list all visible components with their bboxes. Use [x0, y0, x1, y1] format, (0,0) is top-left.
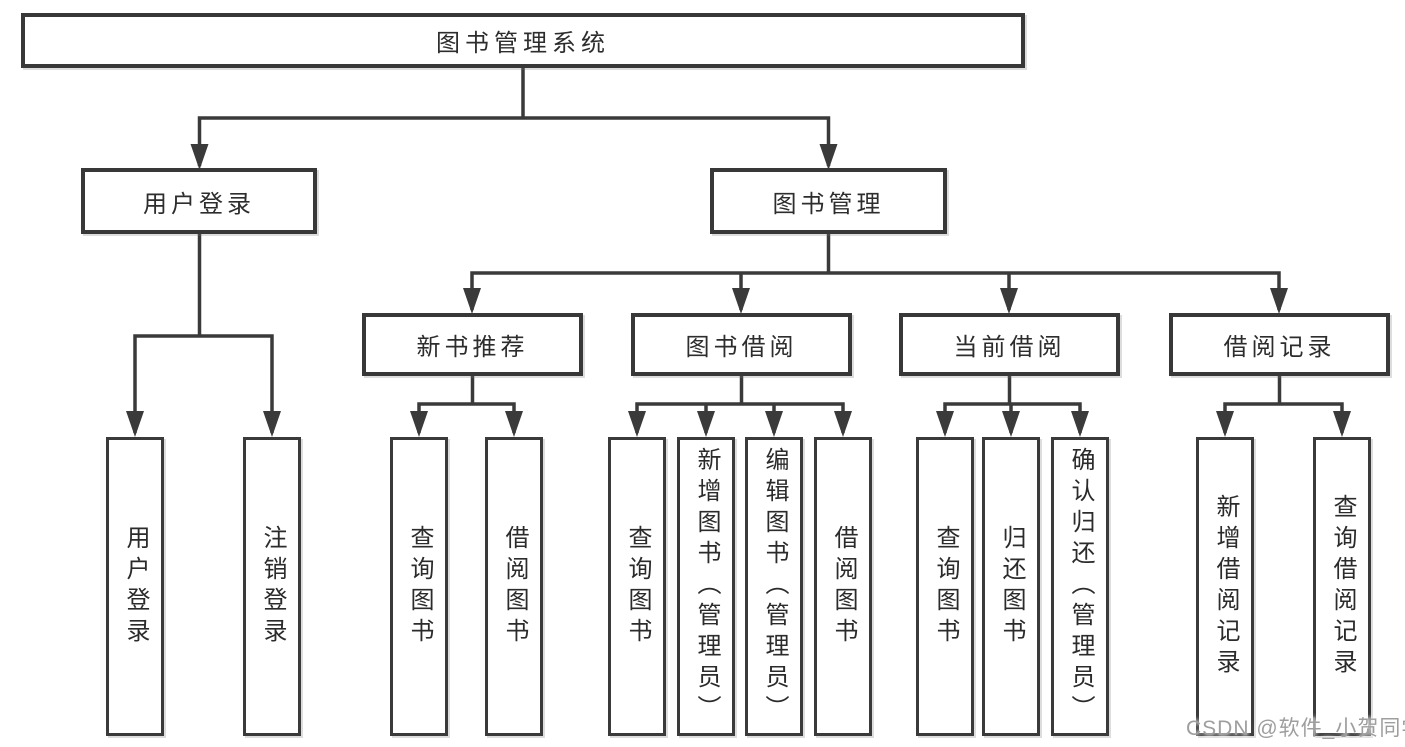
node-book-management-label: 图书管理: [772, 190, 885, 218]
leaf-query-book-borrow: 查询图书: [608, 437, 666, 736]
node-book-borrow-label: 图书借阅: [685, 334, 798, 361]
node-current-borrow-label: 当前借阅: [953, 334, 1066, 361]
node-user-login-label: 用户登录: [143, 190, 255, 218]
leaf-borrow-book-label: 借阅图书: [830, 524, 857, 649]
node-borrow-records-label: 借阅记录: [1223, 334, 1336, 361]
leaf-return-book-label: 归还图书: [998, 524, 1025, 649]
node-new-book-recommend: 新书推荐: [362, 313, 583, 376]
leaf-confirm-return-admin-label: 确认归还（管理员）: [1067, 447, 1094, 726]
leaf-query-book-current-label: 查询图书: [932, 524, 959, 649]
leaf-query-book-current: 查询图书: [916, 437, 974, 736]
leaf-add-book-admin: 新增图书（管理员）: [677, 437, 735, 736]
node-book-borrow: 图书借阅: [631, 313, 852, 376]
leaf-edit-book-admin-label: 编辑图书（管理员）: [761, 447, 788, 726]
csdn-watermark: CSDN @软件_小贺同学: [1186, 717, 1405, 740]
leaf-user-login: 用户登录: [106, 437, 164, 736]
leaf-borrow-book-recommend-label: 借阅图书: [501, 524, 528, 649]
leaf-add-book-admin-label: 新增图书（管理员）: [693, 447, 720, 726]
node-root-label: 图书管理系统: [436, 30, 610, 57]
leaf-query-book-borrow-label: 查询图书: [624, 524, 651, 649]
leaf-confirm-return-admin: 确认归还（管理员）: [1051, 437, 1109, 736]
node-user-login: 用户登录: [81, 168, 317, 234]
leaf-query-book-recommend: 查询图书: [390, 437, 448, 736]
leaf-logout-login-label: 注销登录: [259, 524, 286, 649]
leaf-edit-book-admin: 编辑图书（管理员）: [745, 437, 803, 736]
leaf-add-borrow-record: 新增借阅记录: [1196, 437, 1254, 736]
leaf-logout-login: 注销登录: [243, 437, 301, 736]
leaf-query-book-recommend-label: 查询图书: [406, 524, 433, 649]
node-current-borrow: 当前借阅: [899, 313, 1120, 376]
leaf-query-borrow-record: 查询借阅记录: [1313, 437, 1371, 736]
leaf-borrow-book: 借阅图书: [814, 437, 872, 736]
node-book-management: 图书管理: [710, 168, 947, 234]
node-borrow-records: 借阅记录: [1169, 313, 1390, 376]
leaf-user-login-label: 用户登录: [122, 524, 149, 649]
leaf-return-book: 归还图书: [982, 437, 1040, 736]
node-new-book-recommend-label: 新书推荐: [416, 334, 529, 361]
leaf-query-borrow-record-label: 查询借阅记录: [1329, 493, 1356, 680]
leaf-add-borrow-record-label: 新增借阅记录: [1212, 493, 1239, 680]
leaf-borrow-book-recommend: 借阅图书: [485, 437, 543, 736]
node-root: 图书管理系统: [21, 13, 1025, 68]
